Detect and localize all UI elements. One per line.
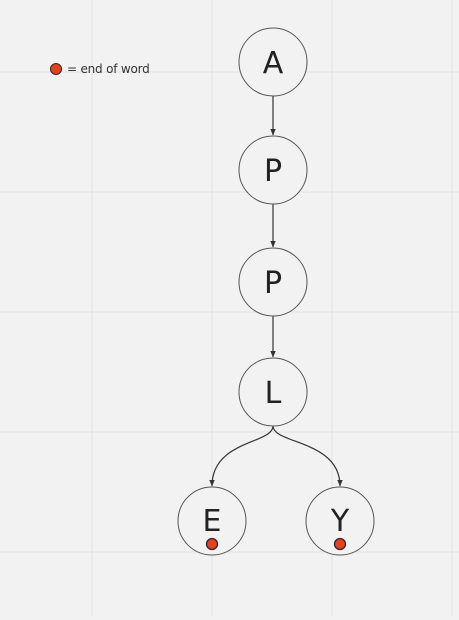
legend-label: = end of word — [67, 62, 150, 76]
node-circle — [238, 247, 308, 317]
node-circle — [238, 27, 308, 97]
node-letter: P — [264, 266, 282, 301]
node-letter: A — [263, 46, 284, 81]
trie-node-p: P — [238, 135, 308, 205]
trie-node-a: A — [238, 27, 308, 97]
trie-node-e: E — [177, 486, 247, 556]
node-circle — [238, 357, 308, 427]
node-letter: P — [264, 154, 282, 189]
edge-n-l-to-n-e — [209, 425, 274, 487]
trie-node-l: L — [238, 357, 308, 427]
end-of-word-marker-icon — [333, 537, 347, 551]
end-of-word-marker-icon — [205, 537, 219, 551]
trie-node-y: Y — [305, 486, 375, 556]
legend: = end of word — [50, 61, 150, 77]
edge-n-l-to-n-y — [272, 425, 343, 487]
node-letter: Y — [330, 504, 350, 539]
node-letter: E — [203, 504, 222, 539]
trie-nodes: A P P L E Y — [177, 27, 375, 556]
node-circle — [238, 135, 308, 205]
trie-edges — [209, 96, 343, 487]
node-circle — [177, 486, 247, 556]
node-circle — [305, 486, 375, 556]
end-of-word-marker-icon — [50, 63, 62, 75]
trie-node-p: P — [238, 247, 308, 317]
node-letter: L — [265, 376, 282, 411]
